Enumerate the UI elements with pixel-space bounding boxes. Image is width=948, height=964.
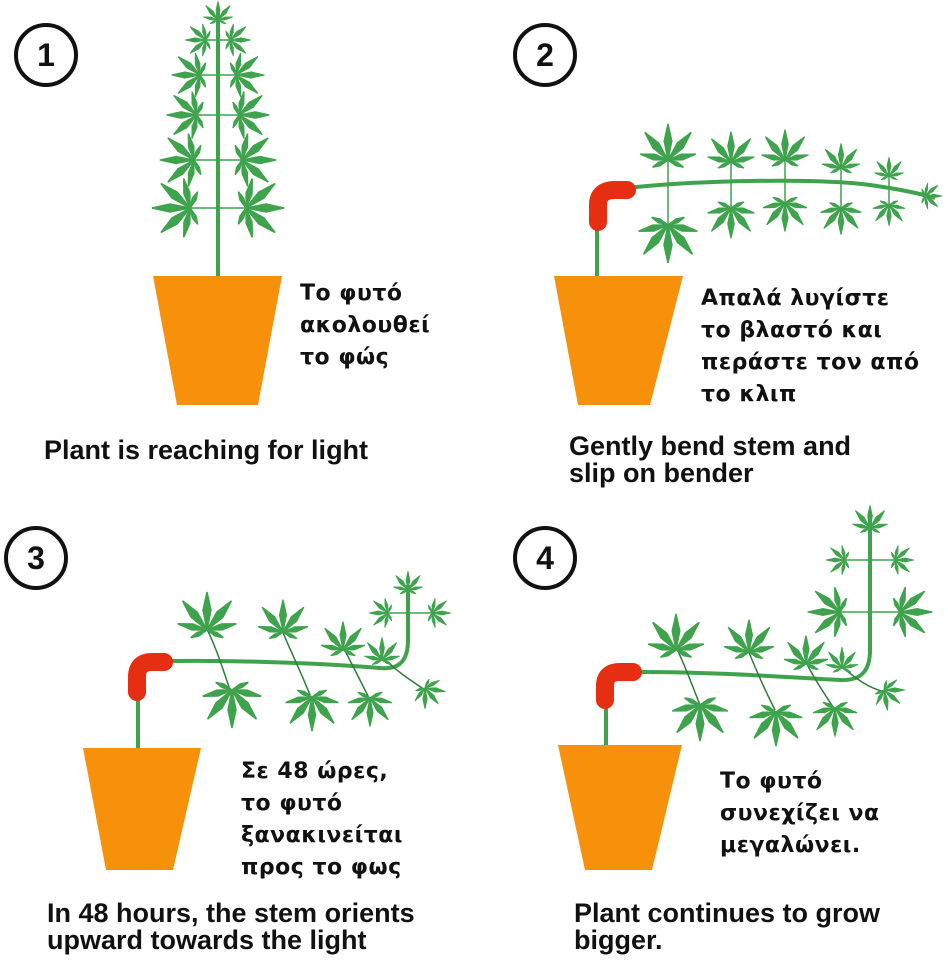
- step-1-number-badge: 1: [14, 23, 78, 87]
- step-4-illustration: [558, 504, 933, 870]
- bender-clip-icon: [589, 181, 636, 231]
- step-2-illustration: [554, 123, 943, 405]
- plant-stem-bent: [169, 585, 410, 671]
- step-2-number-badge: 2: [513, 23, 577, 87]
- plant-leaves: [646, 504, 933, 747]
- plant-leaves: [637, 123, 943, 264]
- plant-leaves: [176, 570, 452, 732]
- bender-clip-icon: [128, 653, 173, 701]
- step-1-illustration: [151, 0, 285, 405]
- plant-leaves: [151, 0, 285, 239]
- pot-icon: [83, 748, 201, 870]
- step-2-greek-text: Απαλά λυγίστε το βλαστό και περάστε τον …: [701, 286, 920, 407]
- step-3-number-badge: 3: [4, 526, 68, 590]
- plant-stem-bent: [639, 520, 872, 683]
- pot-icon: [554, 276, 683, 405]
- step-3-illustration: [83, 570, 452, 870]
- step-1-greek-text: Το φυτό ακολουθεί το φώς: [300, 281, 431, 370]
- step-1-caption: Plant is reaching for light: [44, 435, 369, 465]
- step-3-greek-text: Σε 48 ώρες, το φυτό ξανακινείται προς το…: [241, 759, 403, 880]
- pot-icon: [558, 745, 682, 870]
- step-4-greek-text: Το φυτό συνεχίζει να μεγαλώνει.: [720, 769, 880, 858]
- step-2-caption: Gently bend stem and slip on bender: [569, 431, 852, 488]
- pot-icon: [153, 276, 282, 405]
- step-4-number-badge: 4: [513, 526, 577, 590]
- bender-clip-icon: [596, 663, 642, 709]
- step-3-caption: In 48 hours, the stem orients upward tow…: [47, 898, 415, 955]
- step-4-caption: Plant continues to grow bigger.: [574, 898, 881, 955]
